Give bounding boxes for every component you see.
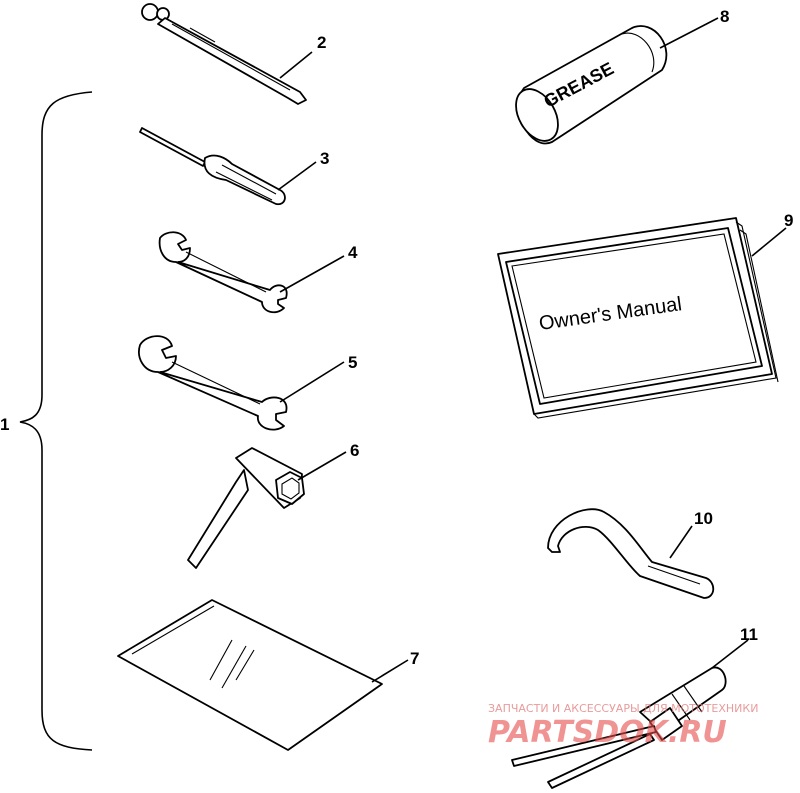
leader-9 <box>751 227 787 257</box>
callout-2: 2 <box>317 33 326 52</box>
callout-3: 3 <box>320 149 329 168</box>
callout-11: 11 <box>740 625 758 644</box>
leader-11 <box>711 639 749 669</box>
leader-7 <box>371 659 409 683</box>
item-7-tool-bag-drawing <box>117 599 383 751</box>
kit-brace <box>19 91 93 751</box>
callout-4: 4 <box>348 243 358 262</box>
item-2-gauge-drawing <box>141 3 307 105</box>
watermark-tagline: ЗАПЧАСТИ И АКСЕССУАРЫ ДЛЯ МОТОТЕХНИКИ <box>488 702 758 715</box>
leader-2 <box>279 51 313 79</box>
item-10-hook-wrench-drawing <box>547 508 715 599</box>
item-8-grease-tube-drawing: GREASE <box>515 25 668 145</box>
leader-6 <box>297 451 347 481</box>
leader-3 <box>277 161 317 191</box>
leader-8 <box>659 17 719 49</box>
item-11-gap-tool-drawing <box>511 666 727 789</box>
item-6-plug-wrench-drawing <box>187 447 305 569</box>
callout-10: 10 <box>694 509 713 528</box>
callout-8: 8 <box>720 7 729 26</box>
callout-9: 9 <box>784 211 793 230</box>
leader-5 <box>279 361 345 403</box>
item-3-screwdriver-drawing <box>139 127 286 206</box>
callout-6: 6 <box>350 441 359 460</box>
leader-4 <box>279 255 345 293</box>
callout-1: 1 <box>0 415 9 434</box>
callout-5: 5 <box>348 353 357 372</box>
watermark-brand: PARTSDOK.RU <box>488 715 727 750</box>
callout-7: 7 <box>410 649 419 668</box>
watermark: ЗАПЧАСТИ И АКСЕССУАРЫ ДЛЯ МОТОТЕХНИКИ PA… <box>488 702 758 750</box>
item-5-large-wrench-drawing <box>138 335 288 431</box>
item-4-small-wrench-drawing <box>158 231 288 314</box>
item-9-owners-manual-drawing: Owner's Manual <box>497 217 779 419</box>
leader-10 <box>669 525 693 559</box>
